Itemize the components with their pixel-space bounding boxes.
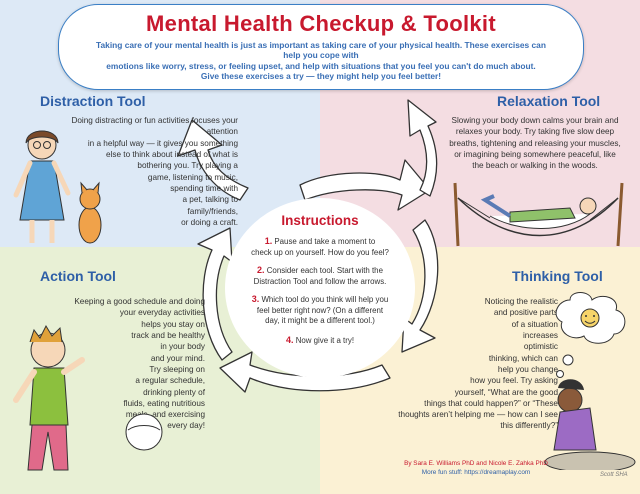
action-text: Keeping a good schedule and doing your e… — [74, 297, 205, 431]
artist-signature: Scott SHA — [600, 472, 628, 478]
instructions-title: Instructions — [281, 213, 359, 228]
authors: By Sara E. Williams PhD and Nicole E. Za… — [404, 460, 548, 467]
thinking-person-illustration — [544, 292, 636, 470]
boy-with-ball-illustration — [13, 324, 163, 471]
hammock-illustration — [453, 182, 624, 247]
thinking-title: Thinking Tool — [512, 268, 603, 284]
credit: By Sara E. Williams PhD and Nicole E. Za… — [366, 460, 586, 477]
distraction-text: Doing distracting or fun activities focu… — [71, 116, 238, 227]
relaxation-title: Relaxation Tool — [497, 93, 601, 109]
header-banner: Mental Health Checkup & Toolkit Taking c… — [58, 4, 584, 90]
action-title: Action Tool — [40, 268, 116, 284]
arrow-top-left — [177, 119, 249, 201]
instructions-circle — [225, 198, 415, 378]
instruction-1: 1. Pause and take a moment to check up o… — [251, 236, 389, 257]
instruction-4: 4. Now give it a try! — [285, 335, 355, 345]
girl-with-cat-illustration — [13, 130, 102, 244]
arrow-right — [401, 219, 439, 353]
arrow-left — [197, 227, 233, 361]
instruction-3: 3. Which tool do you think will help you… — [251, 294, 389, 326]
distraction-title: Distraction Tool — [40, 93, 146, 109]
instruction-2: 2. Consider each tool. Start with the Di… — [253, 265, 387, 286]
page-title: Mental Health Checkup & Toolkit — [146, 11, 496, 36]
arrow-top-right — [299, 159, 431, 211]
thinking-text: Noticing the realistic and positive part… — [398, 297, 558, 431]
more-link[interactable]: More fun stuff: https://dreamaplay.com — [421, 468, 531, 476]
page-subtitle: Taking care of your mental health is jus… — [96, 40, 546, 81]
arrow-upper-right — [407, 99, 438, 197]
relaxation-text: Slowing your body down calms your brain … — [449, 116, 621, 171]
